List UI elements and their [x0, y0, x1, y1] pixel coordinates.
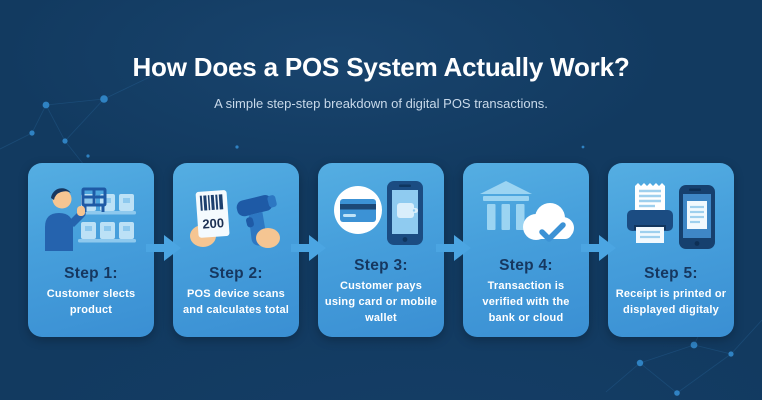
step-card-4: Step 4: Transaction is verified with the…: [463, 163, 589, 337]
arrow-right-icon: [436, 235, 471, 261]
step-description: Customer slects product: [46, 288, 136, 317]
steps-row: Step 1: Customer slects product: [0, 163, 762, 337]
bank-cloud-verification-icon: [469, 177, 583, 257]
step-description: Transaction is verified with the bank or…: [482, 280, 570, 324]
step-card-5: Step 5: Receipt is printed or displayed …: [608, 163, 734, 337]
arrow-right-icon: [581, 235, 616, 261]
arrow-gap: [291, 163, 326, 337]
arrow-gap: [146, 163, 181, 337]
step-title: Step 2:: [209, 265, 263, 283]
receipt-printer-phone-icon: [614, 177, 728, 265]
arrow-right-icon: [146, 235, 181, 261]
step-description: Receipt is printed or displayed digitaly: [615, 288, 727, 317]
arrow-right-icon: [291, 235, 326, 261]
svg-text:200: 200: [202, 215, 225, 231]
step-description: Customer pays using card or mobile walle…: [324, 280, 438, 324]
step-title: Step 1:: [64, 265, 118, 283]
customer-selects-product-icon: [34, 177, 148, 265]
barcode-scanner-icon: 200: [179, 177, 293, 265]
step-card-1: Step 1: Customer slects product: [28, 163, 154, 337]
page-subtitle: A simple step-step breakdown of digital …: [214, 96, 548, 111]
step-title: Step 3:: [354, 257, 408, 274]
step-description: POS device scans and calculates total: [182, 288, 290, 317]
arrow-gap: [436, 163, 471, 337]
step-title: Step 4:: [499, 257, 553, 274]
arrow-gap: [581, 163, 616, 337]
step-title: Step 5:: [644, 265, 698, 283]
page-title: How Does a POS System Actually Work?: [132, 52, 630, 82]
step-card-3: Step 3: Customer pays using card or mobi…: [318, 163, 444, 337]
card-mobile-payment-icon: [324, 177, 438, 257]
step-card-2: 200 Step 2: POS device scans and calcul: [173, 163, 299, 337]
